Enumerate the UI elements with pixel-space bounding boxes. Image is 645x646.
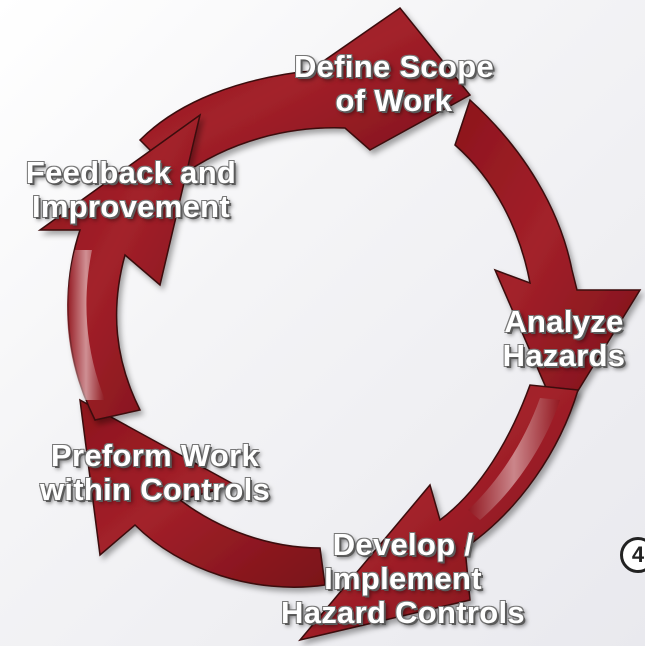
stage-line: Implement (324, 561, 482, 596)
stage-line: Define Scope (294, 49, 494, 84)
arrow-develop-shine (468, 398, 560, 520)
arrow-analyze-hazards (454, 98, 642, 422)
stage-line: Hazard Controls (281, 595, 525, 630)
stage-line: Hazards (502, 338, 626, 373)
arrow-develop-controls (297, 384, 579, 642)
stage-label-feedback: Feedback and Improvement (0, 156, 262, 224)
arrow-perform-work (79, 398, 326, 588)
stage-line: within Controls (39, 472, 271, 507)
stage-line: Preform Work (50, 438, 260, 473)
stage-label-develop-controls: Develop / Implement Hazard Controls (258, 528, 548, 630)
stage-label-define-scope: Define Scope of Work (276, 50, 512, 118)
stage-label-perform-work: Preform Work within Controls (14, 439, 296, 507)
stage-label-analyze-hazards: Analyze Hazards (490, 305, 638, 373)
arrow-define-scope (138, 6, 472, 179)
arrow-feedback-shine (67, 250, 105, 400)
stage-line: Develop / (332, 527, 474, 562)
stage-line: Feedback and (25, 155, 237, 190)
stage-line: of Work (335, 83, 453, 118)
page-number-badge: 4 (620, 537, 645, 573)
stage-line: Analyze (504, 304, 624, 339)
stage-line: Improvement (32, 189, 230, 224)
